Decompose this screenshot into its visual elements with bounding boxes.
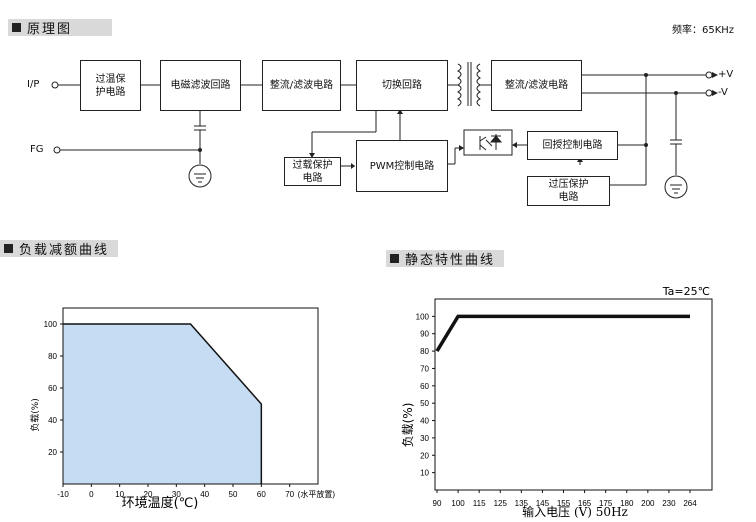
derating-plot-frame [62, 307, 319, 485]
y-tick-label: 20 [420, 451, 429, 460]
header-square-icon [390, 254, 399, 263]
static-curve [435, 314, 690, 352]
y-tick-label: 100 [44, 320, 58, 329]
feedback-control-block: 回授控制电路 [527, 131, 618, 160]
x-tick-label: 40 [200, 490, 209, 499]
y-axis-label: 负载(%) [401, 403, 415, 448]
x-tick-label: 175 [599, 499, 613, 508]
derating-chart: -10 0 10 20 30 40 50 60 70 (水平放置) 20 40 60 80 100 环境温度(… [29, 307, 336, 511]
rectifier-filter-block-primary: 整流/滤波电路 [262, 60, 341, 111]
negative-output-label: -V [718, 87, 728, 98]
x-tick-label: 165 [578, 499, 592, 508]
switching-circuit-block: 切换回路 [356, 60, 448, 111]
derating-area [63, 324, 262, 484]
y-tick-label: 80 [420, 347, 429, 356]
x-axis-label: 环境温度(℃) [122, 495, 199, 511]
x-tick-label: 155 [557, 499, 571, 508]
y-tick-label: 20 [48, 448, 57, 457]
overvoltage-protection-block: 过压保护电路 [527, 176, 610, 206]
emi-filter-block: 电磁滤波回路 [160, 60, 241, 111]
x-tick-label: 135 [515, 499, 529, 508]
y-tick-label: 50 [420, 399, 429, 408]
x-tick-label: 145 [536, 499, 550, 508]
temperature-annotation: Ta=25℃ [662, 285, 710, 298]
x-tick-label: 60 [257, 490, 266, 499]
x-tick-label: 180 [620, 499, 634, 508]
x-tick-label: 90 [433, 499, 442, 508]
fg-port-label: FG [30, 144, 44, 155]
schematic-wiring [51, 62, 718, 199]
x-tick-label: 10 [115, 490, 124, 499]
schematic-header: 原理图 [8, 19, 112, 37]
y-tick-label: 90 [420, 330, 429, 339]
y-tick-label: 40 [420, 417, 429, 426]
y-tick-label: 30 [420, 434, 429, 443]
x-tick-label: 264 [683, 499, 697, 508]
y-tick-label: 40 [48, 416, 57, 425]
derating-curve [63, 323, 263, 484]
x-axis-label: 输入电压 (V) 50Hz [522, 504, 628, 519]
x-tick-label: 50 [229, 490, 238, 499]
derating-title: 负载减额曲线 [19, 243, 110, 258]
optocoupler-icon [479, 134, 503, 151]
y-tick-label: 10 [420, 469, 429, 478]
static-title: 静态特性曲线 [405, 253, 496, 268]
header-square-icon [12, 23, 21, 32]
x-tick-label: 70 [285, 490, 294, 499]
x-tick-label: 125 [494, 499, 508, 508]
positive-output-label: +V [718, 69, 734, 80]
pwm-control-block: PWM控制电路 [356, 140, 448, 192]
x-tick-label: 100 [451, 499, 465, 508]
y-tick-label: 60 [420, 382, 429, 391]
y-tick-label: 60 [48, 384, 57, 393]
x-unit-note: (水平放置) [298, 489, 336, 499]
y-axis-label: 负载(%) [29, 398, 41, 432]
header-square-icon [4, 244, 13, 253]
y-tick-label: 100 [416, 312, 430, 321]
static-plot-frame [434, 298, 713, 491]
static-header: 静态特性曲线 [386, 250, 504, 268]
x-tick-label: 200 [641, 499, 655, 508]
overload-protection-block: 过载保护电路 [284, 157, 341, 186]
rectifier-filter-block-secondary: 整流/滤波电路 [491, 60, 582, 111]
x-tick-label: 115 [473, 499, 486, 508]
x-tick-label: 230 [662, 499, 676, 508]
y-tick-label: 70 [420, 364, 429, 373]
schematic-title: 原理图 [27, 22, 73, 37]
x-tick-label: 30 [172, 490, 181, 499]
static-characteristic-chart: 90 100 115 125 135 145 155 165 175 180 200 230 264 10… [401, 285, 713, 519]
x-tick-label: 20 [144, 490, 153, 499]
y-tick-label: 80 [48, 352, 57, 361]
derating-header: 负载减额曲线 [0, 240, 118, 258]
x-tick-label: -10 [57, 490, 69, 499]
input-port-label: I/P [27, 79, 40, 90]
overtemp-protection-block: 过温保护电路 [80, 60, 141, 111]
x-tick-label: 0 [89, 490, 94, 499]
frequency-label: 频率：65KHz [672, 25, 735, 36]
